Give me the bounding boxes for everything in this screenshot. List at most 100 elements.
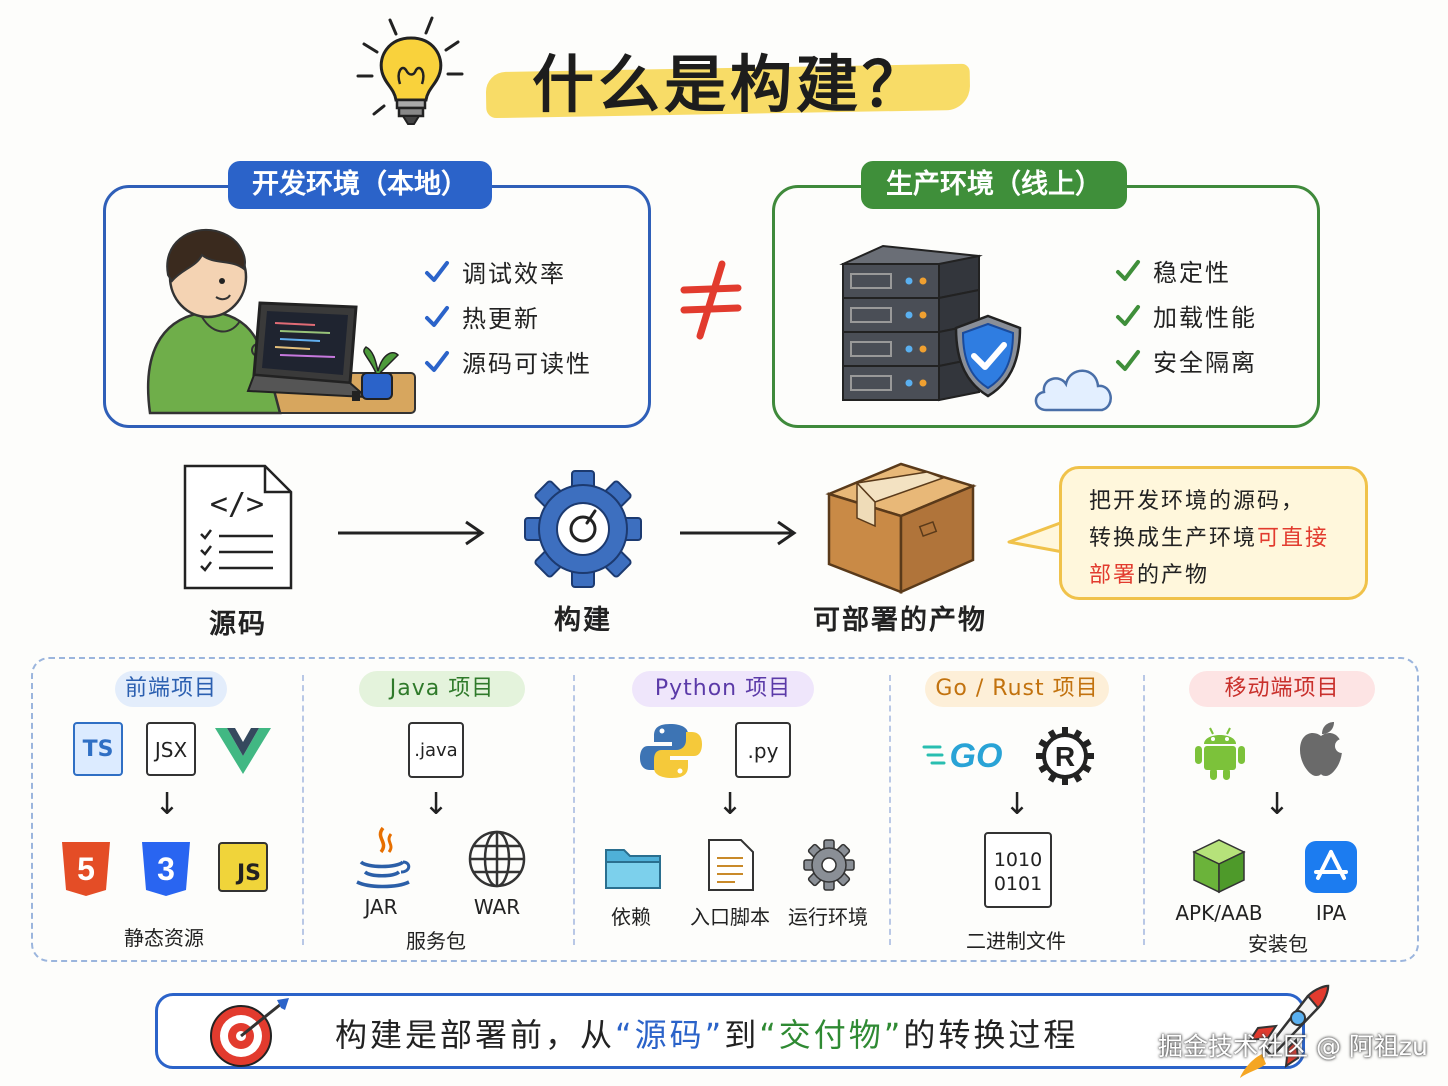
summary-text: 构建是部署前，从“源码”到“交付物”的转换过程 bbox=[335, 1016, 1079, 1054]
shield-check-icon bbox=[954, 314, 1022, 398]
rust-icon: R bbox=[1036, 727, 1094, 785]
binary-file-icon: 1010 0101 bbox=[984, 832, 1052, 908]
check-icon bbox=[1116, 304, 1140, 326]
app-store-icon bbox=[1305, 841, 1357, 893]
project-title-go-rust: Go / Rust 项目 bbox=[925, 671, 1109, 707]
folder-icon bbox=[605, 849, 661, 889]
check-icon bbox=[1116, 259, 1140, 281]
project-title-java: Java 项目 bbox=[359, 671, 525, 707]
globe-icon bbox=[468, 830, 526, 888]
check-icon bbox=[425, 260, 449, 282]
not-equal-icon bbox=[680, 260, 742, 340]
dev-check-item: 热更新 bbox=[424, 294, 592, 339]
column-divider bbox=[889, 675, 891, 945]
down-arrow-icon: ↓ bbox=[1004, 787, 1030, 822]
vue-icon bbox=[215, 728, 271, 774]
css3-glyph: 3 bbox=[157, 851, 175, 887]
html5-glyph: 5 bbox=[77, 851, 95, 887]
bubble-line: 部署的产物 bbox=[1089, 563, 1210, 588]
page-title: 什么是构建？ bbox=[531, 48, 928, 121]
project-result: 静态资源 bbox=[124, 926, 204, 950]
source-file-icon: </> bbox=[183, 464, 293, 590]
ipa-label: IPA bbox=[1315, 901, 1347, 925]
build-label: 构建 bbox=[554, 605, 612, 636]
column-divider bbox=[302, 675, 304, 945]
java-file-icon: .java bbox=[408, 722, 464, 778]
project-title-python: Python 项目 bbox=[632, 671, 814, 707]
bubble-tail bbox=[1007, 520, 1064, 554]
cloud-icon bbox=[1034, 369, 1112, 412]
bubble-line: 转换成生产环境可直接 bbox=[1089, 526, 1330, 551]
binary-line: 0101 bbox=[993, 873, 1043, 895]
code-glyph: </> bbox=[210, 487, 264, 522]
watermark: 掘金技术社区 @ 阿祖zu bbox=[1158, 1032, 1428, 1061]
go-glyph: GO bbox=[950, 737, 1003, 773]
prod-check-item: 安全隔离 bbox=[1115, 338, 1257, 383]
package-box-icon bbox=[825, 462, 977, 594]
artifact-label: 可部署的产物 bbox=[813, 605, 987, 636]
prod-checklist: 稳定性 加载性能 安全隔离 bbox=[1115, 248, 1257, 383]
html5-icon: 5 bbox=[62, 842, 110, 896]
project-result: 安装包 bbox=[1248, 932, 1308, 956]
project-title-frontend: 前端项目 bbox=[115, 671, 227, 707]
target-icon bbox=[210, 998, 289, 1067]
runtime-label: 运行环境 bbox=[788, 905, 868, 929]
down-arrow-icon: ↓ bbox=[717, 787, 743, 822]
jar-label: JAR bbox=[364, 895, 398, 919]
war-label: WAR bbox=[473, 895, 521, 919]
project-result: 服务包 bbox=[406, 929, 466, 953]
definition-bubble: 把开发环境的源码， 转换成生产环境可直接 部署的产物 bbox=[1059, 466, 1368, 600]
apple-icon bbox=[1300, 722, 1346, 776]
prod-check-label: 加载性能 bbox=[1153, 304, 1257, 332]
flow-arrow bbox=[680, 520, 797, 546]
java-icon bbox=[356, 826, 411, 889]
go-icon: GO bbox=[922, 737, 1003, 773]
source-label: 源码 bbox=[209, 609, 267, 640]
bubble-line: 把开发环境的源码， bbox=[1089, 489, 1306, 514]
gear-icon bbox=[524, 470, 642, 588]
deps-label: 依赖 bbox=[611, 905, 651, 929]
summary-bar bbox=[155, 993, 1305, 1069]
dev-env-tag: 开发环境（本地） bbox=[228, 161, 492, 209]
dev-checklist: 调试效率 热更新 源码可读性 bbox=[424, 249, 592, 384]
dev-check-label: 热更新 bbox=[462, 305, 540, 333]
gear-icon bbox=[803, 839, 855, 891]
css3-icon: 3 bbox=[142, 842, 190, 896]
check-icon bbox=[425, 305, 449, 327]
rust-glyph: R bbox=[1055, 741, 1075, 772]
binary-line: 1010 bbox=[993, 849, 1043, 871]
dev-check-item: 调试效率 bbox=[424, 249, 592, 294]
developer-illustration bbox=[146, 228, 416, 415]
check-icon bbox=[1116, 349, 1140, 371]
check-icon bbox=[425, 350, 449, 372]
column-divider bbox=[573, 675, 575, 945]
prod-check-item: 加载性能 bbox=[1115, 293, 1257, 338]
prod-check-label: 安全隔离 bbox=[1153, 349, 1257, 377]
project-types-box bbox=[31, 657, 1419, 962]
column-divider bbox=[1143, 675, 1145, 945]
python-icon bbox=[640, 724, 702, 778]
prod-check-label: 稳定性 bbox=[1153, 259, 1231, 287]
entry-script-label: 入口脚本 bbox=[690, 905, 770, 929]
android-icon bbox=[1195, 727, 1245, 780]
script-file-icon bbox=[708, 839, 754, 891]
prod-env-tag: 生产环境（线上） bbox=[861, 161, 1127, 209]
dev-check-label: 调试效率 bbox=[462, 260, 566, 288]
jsx-icon: JSX bbox=[146, 722, 196, 776]
py-file-icon: .py bbox=[735, 722, 791, 778]
down-arrow-icon: ↓ bbox=[1264, 787, 1290, 822]
prod-check-item: 稳定性 bbox=[1115, 248, 1257, 293]
apk-package-icon bbox=[1192, 839, 1246, 894]
flow-arrow bbox=[338, 520, 485, 546]
down-arrow-icon: ↓ bbox=[423, 787, 449, 822]
apk-label: APK/AAB bbox=[1175, 901, 1263, 925]
lightbulb-icon bbox=[356, 16, 464, 125]
dev-check-label: 源码可读性 bbox=[462, 350, 592, 378]
dev-check-item: 源码可读性 bbox=[424, 339, 592, 384]
down-arrow-icon: ↓ bbox=[154, 787, 180, 822]
rocket-icon bbox=[1240, 984, 1330, 1078]
project-result: 二进制文件 bbox=[966, 929, 1066, 953]
project-title-mobile: 移动端项目 bbox=[1189, 671, 1375, 707]
ts-icon: TS bbox=[73, 722, 123, 776]
js-icon: JS bbox=[218, 842, 268, 892]
